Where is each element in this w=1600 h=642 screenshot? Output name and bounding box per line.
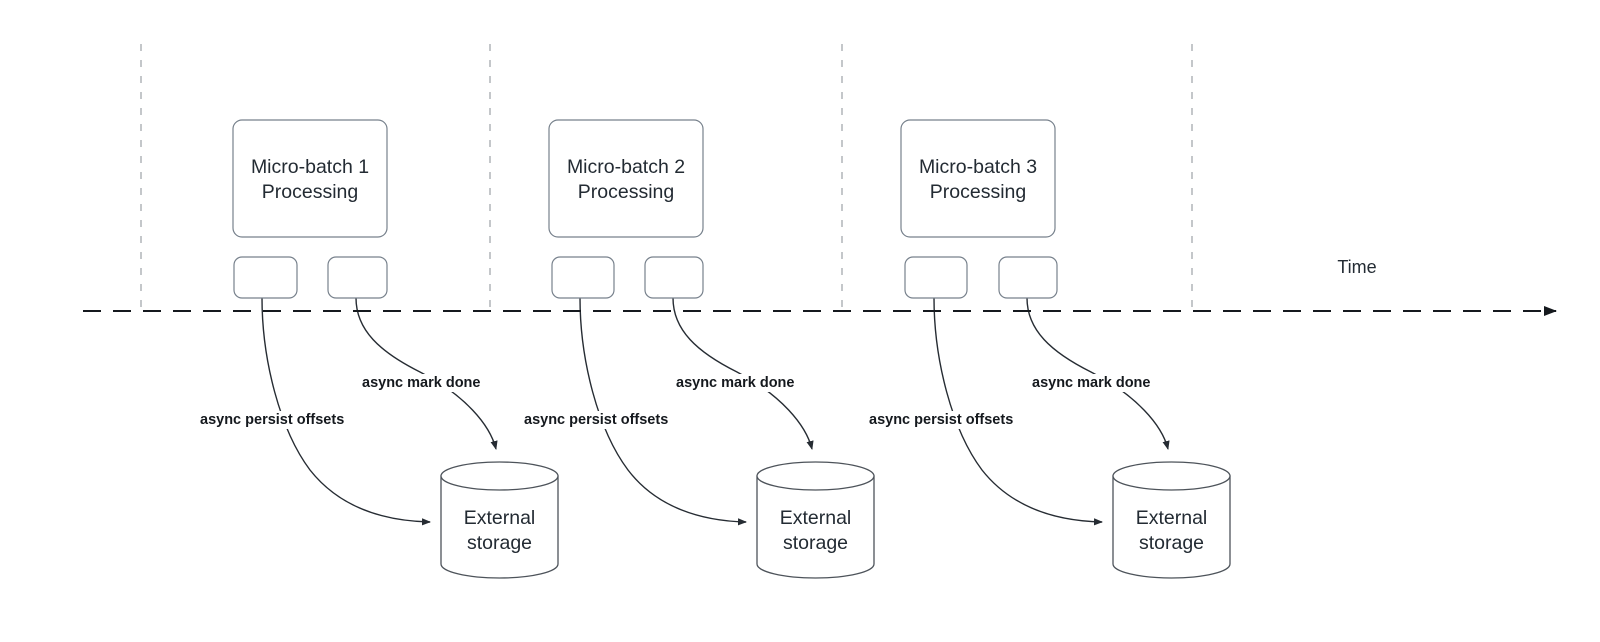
event-box-tick-2b[interactable]: [644, 256, 704, 299]
flow-label-async-mark-done-1: async mark done: [362, 375, 480, 391]
divider-lines-group: [140, 44, 1193, 311]
flow-label-async-persist-offsets-1: async persist offsets: [200, 412, 344, 428]
flow-arrow-async-mark-done-2: [672, 297, 814, 450]
flow-label-async-mark-done-2: async mark done: [676, 375, 794, 391]
flow-label-async-persist-offsets-3: async persist offsets: [869, 412, 1013, 428]
flow-arrow-async-persist-offsets-1: [261, 297, 431, 526]
external-storage-cylinder-top-1: [440, 461, 559, 491]
external-storage-label-line2-3: storage: [1139, 532, 1204, 554]
event-box-tick-3b[interactable]: [998, 256, 1058, 299]
flow-label-async-persist-offsets-2: async persist offsets: [524, 412, 668, 428]
flow-labels-group: async persist offsets async mark done asyn…: [197, 374, 1154, 429]
event-box-tick-1a[interactable]: [233, 256, 298, 299]
external-storage-cylinder-top-2: [756, 461, 875, 491]
flow-arrow-async-mark-done-1: [355, 297, 498, 450]
flow-label-async-mark-done-3: async mark done: [1032, 375, 1150, 391]
external-storage-label-line1-3: External: [1136, 507, 1208, 529]
external-storage-label-line2-1: storage: [467, 532, 532, 554]
flow-label-backdrop-async-mark-done-1: [359, 374, 484, 392]
flow-label-backdrop-async-mark-done-2: [673, 374, 798, 392]
flow-connectors-group: [261, 297, 1170, 526]
flow-label-backdrop-async-mark-done-3: [1029, 374, 1154, 392]
external-storage-label-line1-2: External: [780, 507, 852, 529]
event-box-tick-1b[interactable]: [327, 256, 388, 299]
external-storage-cylinder-top-3: [1112, 461, 1231, 491]
time-axis-label: Time: [1337, 257, 1376, 277]
micro-batch-label-line2-2: Processing: [578, 181, 674, 203]
micro-batch-label-line2-1: Processing: [262, 181, 358, 203]
flow-label-backdrop-async-persist-offsets-2: [521, 411, 672, 429]
external-storage-cylinder-body-1[interactable]: [440, 475, 559, 579]
micro-batch-box-3[interactable]: [900, 119, 1056, 238]
flow-arrow-async-persist-offsets-2: [579, 297, 747, 526]
event-box-tick-3a[interactable]: [904, 256, 968, 299]
micro-batch-label-line1-3: Micro-batch 3: [919, 156, 1037, 178]
micro-batch-box-1[interactable]: [232, 119, 388, 238]
flow-label-backdrop-async-persist-offsets-3: [866, 411, 1017, 429]
micro-batch-label-line2-3: Processing: [930, 181, 1026, 203]
external-storage-label-line1-1: External: [464, 507, 536, 529]
flow-arrow-async-mark-done-3: [1026, 297, 1170, 450]
external-storage-label-line2-2: storage: [783, 532, 848, 554]
micro-batch-box-2[interactable]: [548, 119, 704, 238]
external-storage-cylinder-body-2[interactable]: [756, 475, 875, 579]
timeline-axis-group: Time: [83, 257, 1557, 316]
external-storage-cylinder-body-3[interactable]: [1112, 475, 1231, 579]
micro-batch-label-line1-1: Micro-batch 1: [251, 156, 369, 178]
micro-batch-label-line1-2: Micro-batch 2: [567, 156, 685, 178]
flow-label-backdrop-async-persist-offsets-1: [197, 411, 348, 429]
event-box-tick-2a[interactable]: [551, 256, 615, 299]
flow-arrow-async-persist-offsets-3: [933, 297, 1103, 526]
